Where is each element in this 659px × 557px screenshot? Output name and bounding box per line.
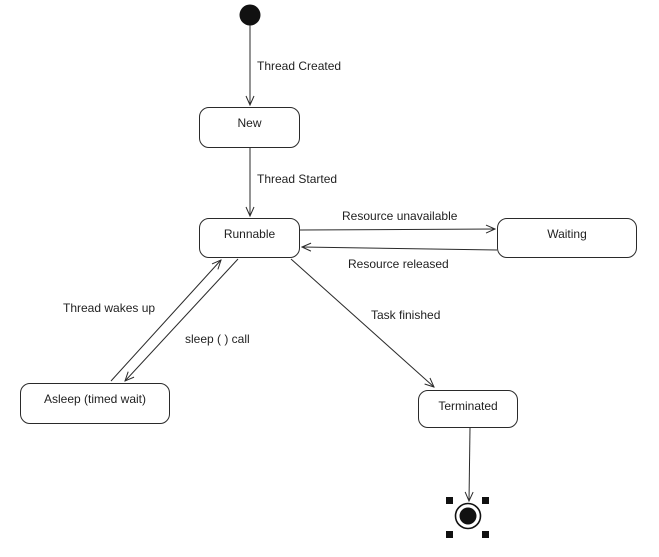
state-terminated[interactable]: Terminated — [418, 390, 518, 428]
state-runnable[interactable]: Runnable — [199, 218, 300, 258]
transition-terminated-to-final[interactable] — [469, 427, 470, 501]
final-state-inner-dot — [459, 507, 477, 525]
transition-resource-unavailable[interactable] — [299, 229, 495, 230]
transition-label-thread-wakes-up: Thread wakes up — [63, 301, 156, 315]
transition-thread-wakes-up[interactable] — [110, 260, 221, 382]
transition-task-finished[interactable] — [290, 258, 434, 387]
state-asleep[interactable]: Asleep (timed wait) — [20, 383, 170, 424]
transition-label-sleep-call: sleep ( ) call — [185, 332, 250, 346]
transition-label-resource-released: Resource released — [348, 257, 449, 271]
transition-sleep-call[interactable] — [125, 258, 239, 381]
selection-handle-1[interactable] — [482, 497, 489, 504]
transition-label-thread-created: Thread Created — [257, 59, 342, 73]
state-waiting[interactable]: Waiting — [497, 218, 637, 258]
initial-state-icon[interactable] — [239, 4, 261, 26]
transition-resource-released[interactable] — [302, 247, 498, 250]
state-new[interactable]: New — [199, 107, 300, 148]
transition-label-resource-unavailable: Resource unavailable — [342, 209, 458, 223]
selection-handle-2[interactable] — [446, 531, 453, 538]
transition-label-task-finished: Task finished — [371, 308, 441, 322]
transition-label-thread-started: Thread Started — [257, 172, 338, 186]
selection-handle-3[interactable] — [482, 531, 489, 538]
selection-handle-0[interactable] — [446, 497, 453, 504]
